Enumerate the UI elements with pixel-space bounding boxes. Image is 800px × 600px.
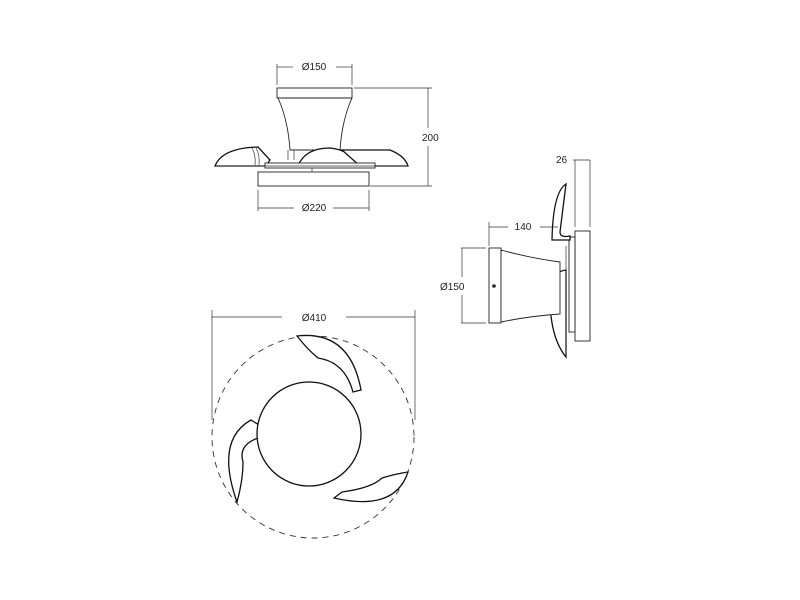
side-view: 26 140 Ø150: [440, 155, 591, 359]
side-base-diameter-label: Ø150: [440, 282, 465, 293]
front-bottom-diameter-label: Ø220: [302, 203, 327, 214]
front-top-diameter-label: Ø150: [302, 62, 327, 73]
front-view: Ø150 200 Ø220: [214, 62, 439, 214]
front-height-label: 200: [422, 133, 439, 144]
side-projection-label: 140: [515, 222, 532, 233]
side-depth-label: 26: [556, 155, 568, 166]
top-span-diameter-label: Ø410: [302, 313, 327, 324]
top-view: Ø410: [211, 310, 416, 539]
